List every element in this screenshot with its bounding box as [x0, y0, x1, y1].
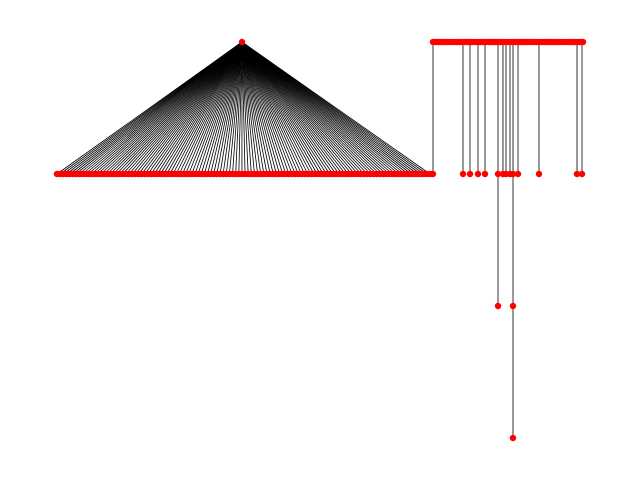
fan-edge	[241, 41, 274, 175]
fan-edge	[200, 41, 243, 175]
chain-node	[466, 170, 474, 178]
fan-edge	[241, 41, 252, 175]
fan-edge	[241, 41, 296, 175]
chain-node	[506, 170, 514, 178]
fan-edge	[150, 41, 243, 175]
fan-edge	[241, 41, 262, 175]
fan-edge	[188, 41, 243, 175]
fan-edge	[210, 41, 243, 175]
chain-node	[429, 170, 437, 178]
fan-edge	[163, 41, 243, 175]
chain-node	[573, 170, 581, 178]
fan-edge	[182, 41, 243, 175]
chain-node	[459, 170, 467, 178]
fan-edge	[135, 41, 243, 175]
fan-edge	[156, 41, 243, 175]
fan-edge	[241, 41, 259, 175]
fan-edge	[241, 41, 255, 175]
fan-edge	[131, 41, 243, 175]
fan-edge	[169, 41, 243, 175]
fan-edge	[153, 41, 243, 175]
fan-edge	[241, 41, 305, 175]
fan-edge	[185, 41, 243, 175]
fan-edge	[241, 41, 277, 175]
fan-edge	[144, 41, 243, 175]
fan-edge	[241, 41, 265, 175]
fan-edge	[178, 41, 243, 175]
fan-edge	[216, 41, 243, 175]
fan-edge	[175, 41, 243, 175]
chain-node	[481, 170, 489, 178]
fan-edge	[172, 41, 243, 175]
fan-edge	[203, 41, 243, 175]
fan-edge	[241, 41, 346, 175]
fan-edge	[238, 41, 243, 175]
fan-edge	[241, 41, 337, 175]
chain-node	[578, 170, 586, 178]
fan-edge	[241, 41, 331, 175]
chain-node	[474, 170, 482, 178]
fan-edge	[241, 41, 315, 175]
fan-edge	[138, 41, 243, 175]
fan-edge	[141, 41, 243, 175]
fan-edge	[222, 41, 243, 175]
fan-edge	[225, 41, 243, 175]
fan-edge	[219, 41, 243, 175]
fan-edge	[241, 41, 290, 175]
fan-edge	[228, 41, 243, 175]
fan-edge	[147, 41, 243, 175]
fan-edge	[241, 41, 280, 175]
fan-edge	[241, 41, 309, 175]
fan-edge	[194, 41, 243, 175]
fan-edge	[241, 41, 246, 175]
fan-edge	[241, 41, 321, 175]
fan-edge	[241, 41, 343, 175]
top-node	[579, 38, 587, 46]
fan-edge	[207, 41, 243, 175]
fan-edge	[241, 41, 268, 175]
fan-edge	[241, 41, 334, 175]
fan-edge	[241, 41, 284, 175]
chain-node	[509, 302, 517, 310]
fan-edge	[241, 41, 287, 175]
fan-edge	[191, 41, 243, 175]
graph-edges	[56, 41, 583, 438]
fan-edge	[241, 41, 431, 175]
fan-edge	[232, 41, 243, 175]
fan-edge	[166, 41, 243, 175]
root-node	[238, 38, 246, 46]
fan-edge	[241, 41, 327, 175]
chain-node	[535, 170, 543, 178]
fan-edge	[241, 41, 302, 175]
fan-edge	[241, 41, 340, 175]
chain-node	[494, 170, 502, 178]
fan-edge	[213, 41, 243, 175]
fan-edge	[241, 41, 349, 175]
fan-edge	[241, 41, 324, 175]
chain-node	[514, 170, 522, 178]
fan-edge	[241, 41, 249, 175]
fan-edge	[197, 41, 243, 175]
chain-node	[509, 434, 517, 442]
chain-node	[494, 302, 502, 310]
graph-nodes	[53, 38, 587, 442]
fan-edge	[235, 41, 243, 175]
fan-edge	[160, 41, 243, 175]
fan-edge	[241, 41, 271, 175]
fan-edge	[241, 41, 299, 175]
fan-edge	[241, 41, 318, 175]
fan-edge	[241, 41, 293, 175]
fan-edge	[241, 41, 312, 175]
fan-edge	[128, 41, 243, 175]
